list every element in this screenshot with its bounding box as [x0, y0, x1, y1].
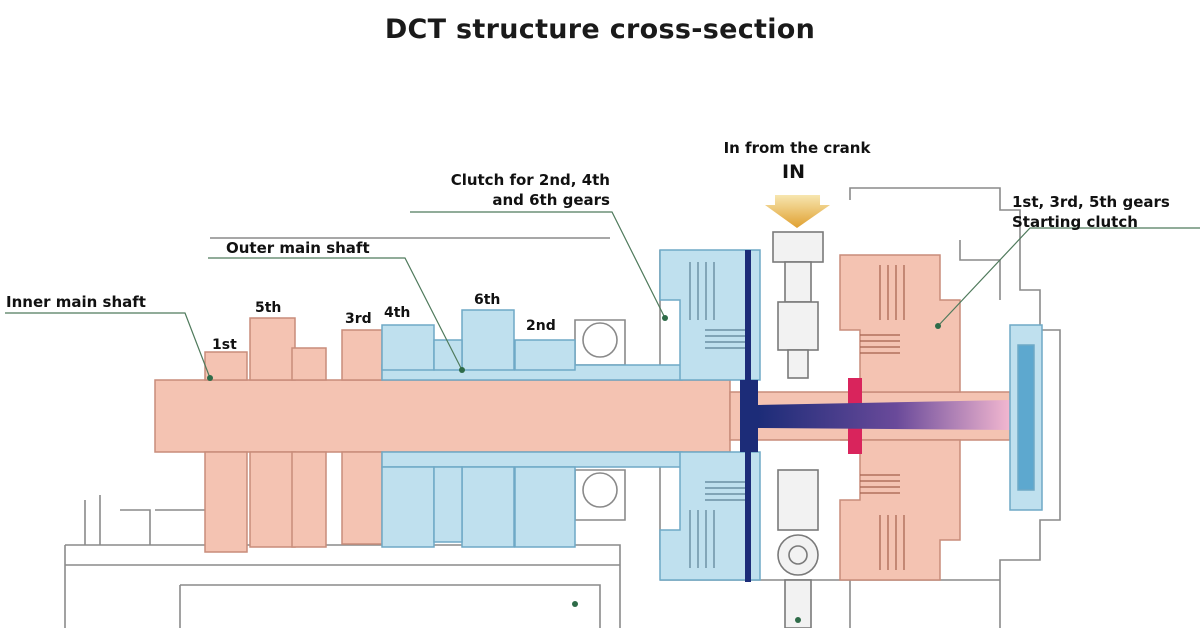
odd-gear-starting-clutch [839, 254, 961, 581]
leader-dots [207, 315, 941, 623]
gear-6th-label: 6th [474, 292, 501, 308]
gear-3rd-label: 3rd [345, 311, 372, 327]
diagram-title: DCT structure cross-section [384, 14, 816, 45]
outer-shaft-label: Outer main shaft [226, 239, 370, 257]
even-clutch-label-line2: and 6th gears [492, 191, 610, 209]
even-clutch-label-line1: Clutch for 2nd, 4th [450, 171, 610, 189]
odd-gears [204, 317, 383, 553]
input-gear [772, 231, 824, 629]
input-label: In from the crank [723, 139, 871, 157]
gear-2nd-label: 2nd [526, 318, 556, 334]
odd-clutch-label-line2: Starting clutch [1012, 213, 1138, 231]
input-mark: IN [782, 161, 805, 183]
even-gear-clutch [659, 249, 761, 581]
drive-plate [740, 250, 758, 582]
outer-main-shaft [381, 309, 683, 548]
leader-lines [5, 211, 1200, 379]
odd-clutch-label-line1: 1st, 3rd, 5th gears [1012, 193, 1170, 211]
oil-pump [1009, 324, 1043, 511]
gear-1st-label: 1st [212, 337, 237, 353]
power-flow [758, 400, 1010, 430]
inner-shaft-label: Inner main shaft [6, 293, 146, 311]
gear-4th-label: 4th [384, 305, 411, 321]
input-arrow [765, 195, 830, 228]
gear-5th-label: 5th [255, 300, 282, 316]
